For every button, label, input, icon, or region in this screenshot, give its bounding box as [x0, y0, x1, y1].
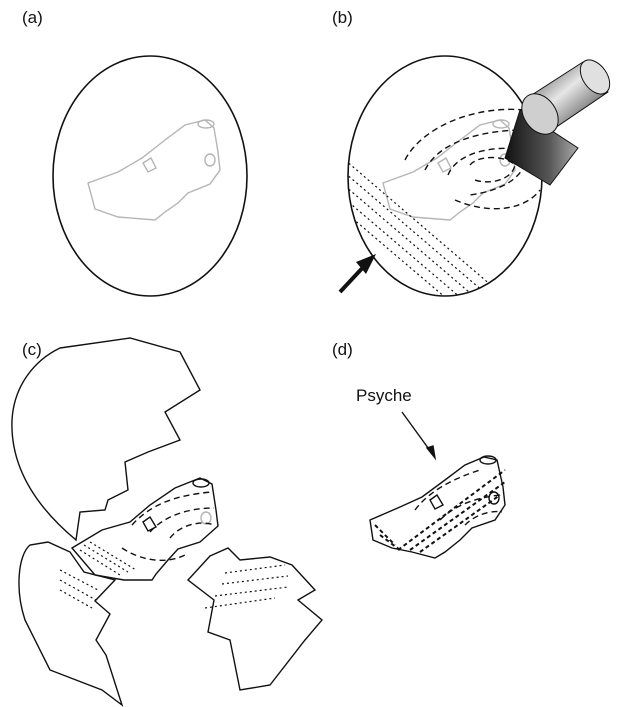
panel-c	[12, 338, 322, 705]
psyche-outline-b	[383, 120, 515, 220]
projector-icon	[505, 55, 616, 185]
shell-top-fragment	[12, 338, 200, 540]
light-rays-b	[345, 160, 520, 310]
psyche-outline-a	[88, 120, 220, 220]
light-rays-d	[375, 470, 505, 552]
panel-b	[340, 55, 616, 310]
egg-shell-b	[348, 56, 542, 296]
projection-contours-c	[122, 492, 214, 560]
psyche-pointer-arrow	[402, 412, 435, 458]
egg-shell-a	[53, 56, 247, 296]
panel-d	[370, 412, 505, 558]
pointer-arrow-icon	[340, 254, 376, 292]
panel-a	[53, 56, 247, 296]
